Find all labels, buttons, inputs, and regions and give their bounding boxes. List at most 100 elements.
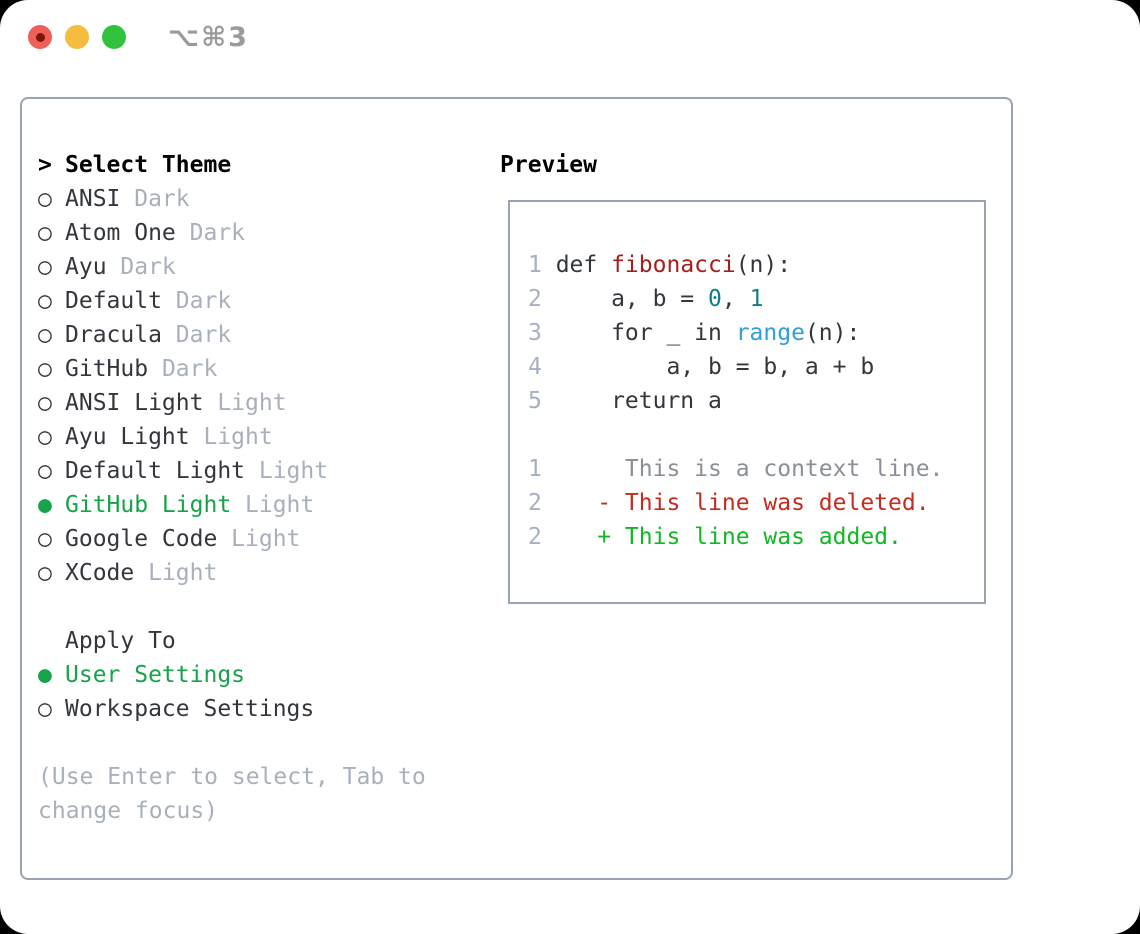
radio-selected-icon: ● <box>38 492 52 518</box>
code-token: 0 <box>708 286 722 312</box>
code-token: 1 <box>749 286 764 312</box>
theme-option-ansi[interactable]: ○ ANSI Dark <box>38 182 500 216</box>
theme-variant-tag: Dark <box>175 288 232 314</box>
radio-unselected-icon: ○ <box>38 560 52 586</box>
theme-variant-tag: Light <box>217 390 287 416</box>
maximize-button[interactable] <box>102 25 126 49</box>
line-number: 2 <box>528 490 542 516</box>
close-dot-icon <box>35 32 45 42</box>
line-number: 5 <box>528 388 542 414</box>
theme-option-label: GitHub Light <box>65 492 232 518</box>
line-number: 4 <box>528 354 542 380</box>
theme-option-label: GitHub <box>65 356 149 382</box>
theme-option-xcode[interactable]: ○ XCode Light <box>38 556 500 590</box>
cursor-icon: > <box>38 152 52 178</box>
code-token: return a <box>555 388 722 414</box>
preview-diff-line: 1 This is a context line. <box>528 452 984 486</box>
preview-header: Preview <box>500 152 597 178</box>
theme-option-label: Google Code <box>65 526 218 552</box>
theme-variant-tag: Light <box>203 424 273 450</box>
theme-option-github-light[interactable]: ● GitHub Light Light <box>38 488 500 522</box>
preview-diff-line: 2 - This line was deleted. <box>528 486 984 520</box>
theme-option-ansi-light[interactable]: ○ ANSI Light Light <box>38 386 500 420</box>
code-token: + This line was added. <box>555 524 902 550</box>
theme-option-label: XCode <box>65 560 135 586</box>
select-theme-header: Select Theme <box>65 152 232 178</box>
titlebar: ⌥⌘3 <box>0 0 1140 74</box>
theme-variant-tag: Light <box>245 492 315 518</box>
theme-variant-tag: Light <box>258 458 329 484</box>
code-token: fibonacci <box>611 252 736 278</box>
code-token: def <box>555 252 612 278</box>
apply-option-workspace-settings[interactable]: ○ Workspace Settings <box>38 692 500 726</box>
keyboard-hint: (Use Enter to select, Tab to change focu… <box>38 764 426 824</box>
preview-header-row: Preview <box>500 148 986 182</box>
code-token: a, b = b, a + b <box>555 354 875 380</box>
theme-variant-tag: Dark <box>189 220 246 246</box>
line-number: 2 <box>528 524 542 550</box>
radio-unselected-icon: ○ <box>38 288 52 314</box>
theme-variant-tag: Dark <box>134 186 190 212</box>
code-token: for _ in <box>555 320 736 346</box>
code-token: (n): <box>735 252 792 278</box>
code-token: a, b = <box>555 286 709 312</box>
code-token: range <box>735 320 805 346</box>
theme-option-label: Atom One <box>65 220 176 246</box>
line-number: 1 <box>528 252 542 278</box>
preview-diff-line: 2 + This line was added. <box>528 520 984 554</box>
theme-option-label: Ayu <box>65 254 107 280</box>
radio-unselected-icon: ○ <box>38 322 52 348</box>
theme-variant-tag: Dark <box>175 322 232 348</box>
theme-option-dracula[interactable]: ○ Dracula Dark <box>38 318 500 352</box>
apply-option-label: User Settings <box>65 662 246 688</box>
preview-code-line: 3 for _ in range(n): <box>528 316 984 350</box>
theme-option-label: Ayu Light <box>65 424 190 450</box>
radio-unselected-icon: ○ <box>38 254 52 280</box>
preview-diff-block: 1 This is a context line.2 - This line w… <box>528 452 984 554</box>
apply-to-options-list: ● User Settings ○ Workspace Settings <box>38 658 500 726</box>
preview-code-line: 4 a, b = b, a + b <box>528 350 984 384</box>
code-token: - This line was deleted. <box>555 490 930 516</box>
select-theme-header-row: > Select Theme <box>38 148 500 182</box>
radio-unselected-icon: ○ <box>38 526 52 552</box>
theme-option-label: Dracula <box>65 322 162 348</box>
radio-unselected-icon: ○ <box>38 220 52 246</box>
theme-option-default-light[interactable]: ○ Default Light Light <box>38 454 500 488</box>
preview-code-line: 5 return a <box>528 384 984 418</box>
radio-unselected-icon: ○ <box>38 696 52 722</box>
code-token: (n): <box>804 320 861 346</box>
theme-option-atom-one[interactable]: ○ Atom One Dark <box>38 216 500 250</box>
radio-unselected-icon: ○ <box>38 390 52 416</box>
theme-variant-tag: Dark <box>161 356 218 382</box>
theme-option-label: ANSI Light <box>65 390 204 416</box>
theme-option-label: Default Light <box>65 458 246 484</box>
radio-selected-icon: ● <box>38 662 52 688</box>
minimize-button[interactable] <box>65 25 89 49</box>
apply-option-label: Workspace Settings <box>65 696 315 722</box>
line-number: 3 <box>528 320 542 346</box>
close-button[interactable] <box>28 25 52 49</box>
apply-to-header-row: Apply To <box>38 624 500 658</box>
radio-unselected-icon: ○ <box>38 458 52 484</box>
radio-unselected-icon: ○ <box>38 186 52 212</box>
radio-unselected-icon: ○ <box>38 356 52 382</box>
code-token: This is a context line. <box>555 456 944 482</box>
theme-variant-tag: Light <box>148 560 218 586</box>
code-token: , <box>721 286 750 312</box>
line-number: 2 <box>528 286 542 312</box>
theme-option-label: ANSI <box>65 186 121 212</box>
preview-code-line: 2 a, b = 0, 1 <box>528 282 984 316</box>
theme-option-github[interactable]: ○ GitHub Dark <box>38 352 500 386</box>
apply-to-header: Apply To <box>65 628 176 654</box>
apply-option-user-settings[interactable]: ● User Settings <box>38 658 500 692</box>
